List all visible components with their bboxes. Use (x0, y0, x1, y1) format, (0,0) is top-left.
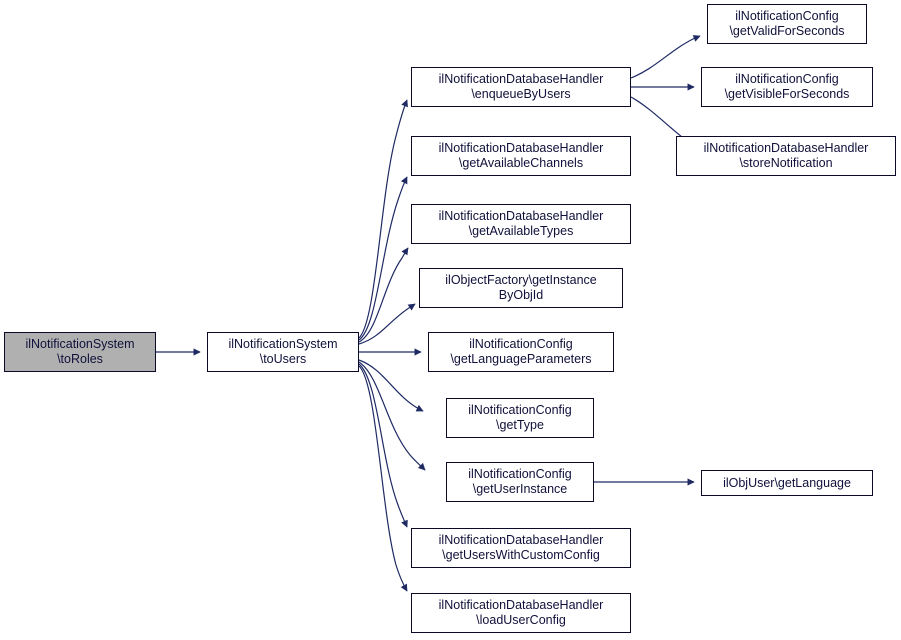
graph-node-getType[interactable]: ilNotificationConfig\getType (446, 398, 594, 438)
node-label-line2: \toRoles (57, 352, 103, 366)
node-label-line1: ilNotificationConfig (735, 9, 839, 23)
node-label-line1: ilNotificationConfig (735, 72, 839, 86)
node-label-line1: ilNotificationDatabaseHandler (703, 141, 869, 155)
node-label-line1: ilNotificationDatabaseHandler (438, 141, 604, 155)
node-label-line2: \getUsersWithCustomConfig (442, 548, 600, 562)
edge-toUsers-to-getType (358, 359, 424, 412)
graph-node-loadUserConfig[interactable]: ilNotificationDatabaseHandler\loadUserCo… (411, 593, 631, 633)
node-label-line1: ilObjectFactory\getInstance (445, 273, 597, 287)
node-label-line1: ilNotificationSystem (25, 337, 135, 351)
node-label-line2: \storeNotification (739, 156, 833, 170)
node-label-line1: ilNotificationDatabaseHandler (438, 72, 604, 86)
graph-node-toUsers[interactable]: ilNotificationSystem\toUsers (207, 332, 359, 372)
edge-toUsers-to-getUserInstance (358, 361, 426, 471)
graph-node-getUsersWithCustomConfig[interactable]: ilNotificationDatabaseHandler\getUsersWi… (411, 528, 631, 568)
node-label-line2: \getType (496, 418, 544, 432)
graph-node-enqueueByUsers[interactable]: ilNotificationDatabaseHandler\enqueueByU… (411, 67, 631, 107)
edge-toUsers-to-enqueueByUsers (358, 99, 408, 339)
node-label-line2: \getLanguageParameters (450, 352, 592, 366)
node-label-line2: \enqueueByUsers (471, 87, 571, 101)
node-label-line1: ilNotificationSystem (228, 337, 338, 351)
graph-node-getVisibleForSeconds[interactable]: ilNotificationConfig\getVisibleForSecond… (701, 67, 873, 107)
graph-node-storeNotification[interactable]: ilNotificationDatabaseHandler\storeNotif… (676, 136, 896, 176)
node-label-line2: \getUserInstance (472, 482, 568, 496)
node-label-line2: ByObjId (498, 288, 544, 302)
node-label-line1: ilNotificationConfig (469, 337, 573, 351)
graph-node-getLanguage[interactable]: ilObjUser\getLanguage (701, 470, 873, 496)
graph-node-getLanguageParameters[interactable]: ilNotificationConfig\getLanguageParamete… (428, 332, 614, 372)
graph-node-getUserInstance[interactable]: ilNotificationConfig\getUserInstance (446, 462, 594, 502)
edge-toUsers-to-getUsersWithCustomConfig (358, 363, 408, 528)
node-label-line2: \toUsers (259, 352, 307, 366)
node-label-line2: \loadUserConfig (476, 613, 566, 627)
node-label-line1: ilNotificationDatabaseHandler (438, 533, 604, 547)
graph-node-getAvailableTypes[interactable]: ilNotificationDatabaseHandler\getAvailab… (411, 204, 631, 244)
node-label-line1: ilNotificationDatabaseHandler (438, 209, 604, 223)
node-label-line1: ilObjUser\getLanguage (723, 475, 851, 490)
node-label-line1: ilNotificationDatabaseHandler (438, 598, 604, 612)
edge-toUsers-to-getAvailableTypes (358, 247, 409, 343)
graph-node-toRoles[interactable]: ilNotificationSystem\toRoles (4, 332, 156, 372)
edge-toUsers-to-loadUserConfig (358, 365, 408, 592)
node-label-line1: ilNotificationConfig (468, 467, 572, 481)
graph-node-getAvailableChannels[interactable]: ilNotificationDatabaseHandler\getAvailab… (411, 136, 631, 176)
edge-enqueueByUsers-to-getValidForSeconds (630, 35, 701, 79)
edge-toUsers-to-getInstanceByObjId (358, 303, 416, 345)
graph-node-getValidForSeconds[interactable]: ilNotificationConfig\getValidForSeconds (707, 4, 867, 44)
node-label-line2: \getVisibleForSeconds (724, 87, 850, 101)
node-label-line2: \getAvailableTypes (468, 224, 574, 238)
node-label-line1: ilNotificationConfig (468, 403, 572, 417)
node-label-line2: \getValidForSeconds (729, 24, 845, 38)
edge-toUsers-to-getAvailableChannels (358, 176, 408, 341)
node-label-line2: \getAvailableChannels (458, 156, 584, 170)
